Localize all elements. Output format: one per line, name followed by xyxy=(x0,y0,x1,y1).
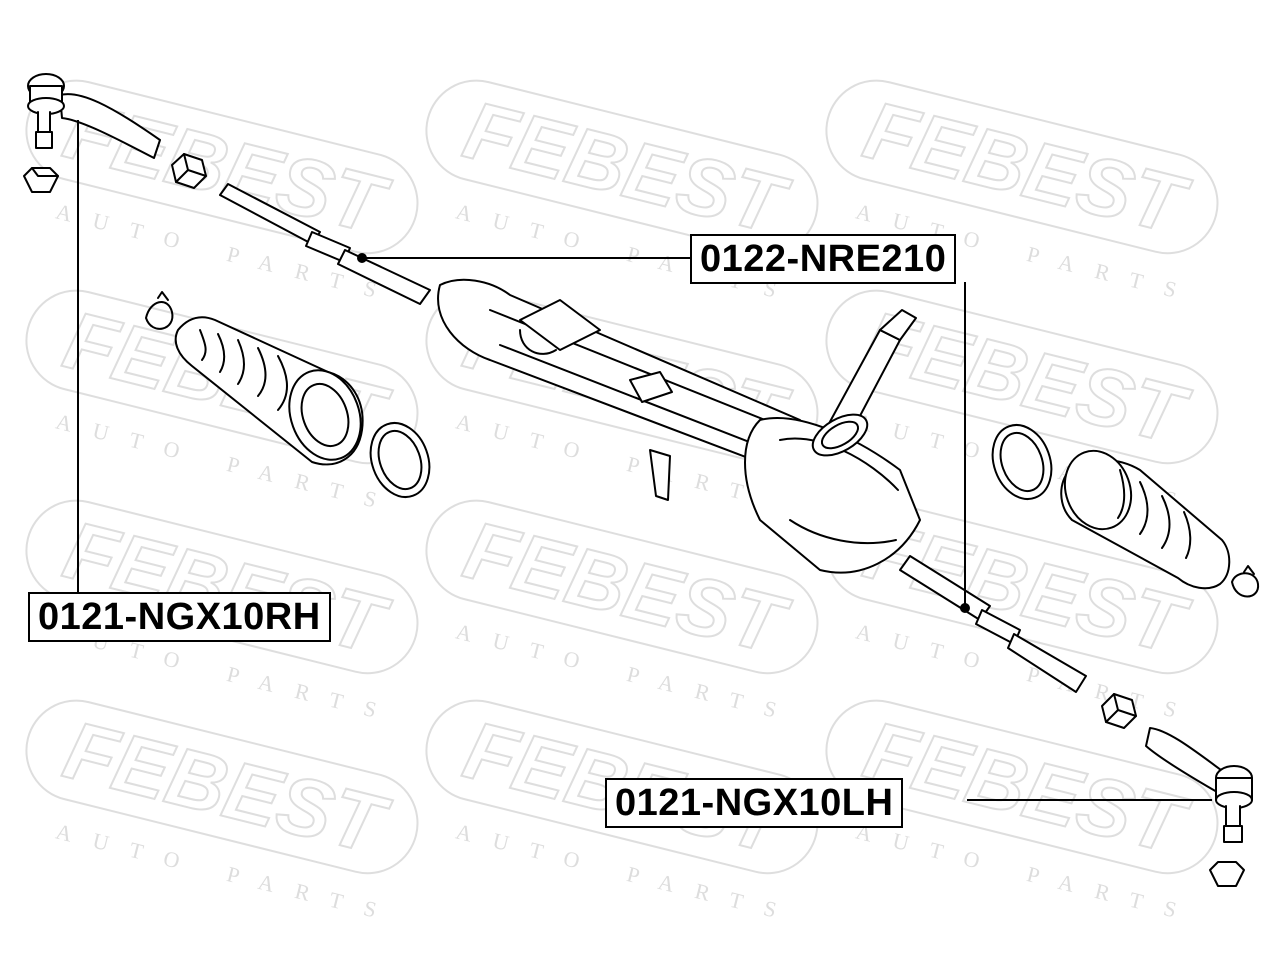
watermark-4: FEBEST AUTO PARTS xyxy=(25,289,419,518)
jam-nut-left xyxy=(1101,693,1137,729)
boot-clamp-left xyxy=(1231,565,1260,598)
tie-rod-end-left-drawing xyxy=(1145,727,1253,887)
rack-housing xyxy=(437,278,921,574)
boot-ring-left xyxy=(991,424,1053,500)
boot-ring-right xyxy=(369,422,431,498)
part-number-rack-label[interactable]: 0122-NRE210 xyxy=(690,234,957,284)
leader-nre-dot-lower xyxy=(960,603,970,613)
part-number-tie-rod-left-label[interactable]: 0121-NGX10LH xyxy=(605,778,904,828)
boot-right xyxy=(174,316,364,466)
watermark-10: FEBEST AUTO PARTS xyxy=(25,699,419,928)
leader-lines xyxy=(77,120,1212,801)
inner-tie-rod-right xyxy=(219,183,431,305)
boot-clamp-right xyxy=(145,291,174,330)
hex-nut-right xyxy=(23,167,59,193)
boot-left xyxy=(1060,449,1231,590)
pinion-shaft xyxy=(811,309,917,457)
part-number-tie-rod-right-label[interactable]: 0121-NGX10RH xyxy=(28,592,331,642)
hex-nut-left xyxy=(1209,861,1245,887)
tie-rod-end-right-drawing xyxy=(23,73,161,193)
leader-nre-dot-upper xyxy=(357,253,367,263)
jam-nut-right xyxy=(171,153,207,189)
